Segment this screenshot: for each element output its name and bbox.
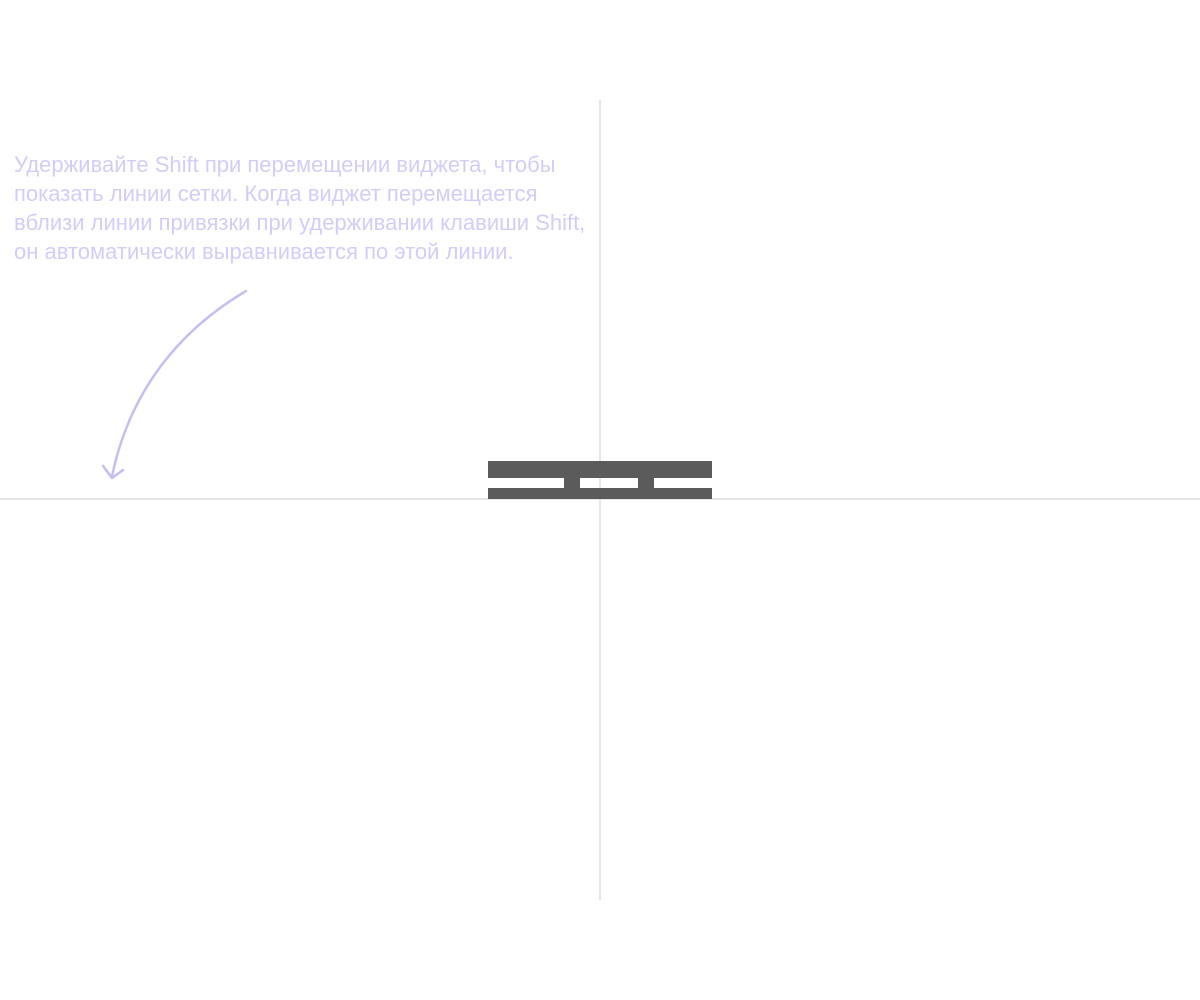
arrow-head: [101, 464, 125, 480]
widget-post-right: [638, 478, 654, 488]
draggable-widget[interactable]: [488, 461, 712, 499]
widget-top-bar: [488, 461, 712, 478]
arrow-curve: [110, 289, 248, 478]
horizontal-snap-line: [0, 498, 1200, 500]
widget-bottom-bar: [488, 488, 712, 499]
vertical-snap-line: [599, 100, 601, 900]
hint-text: Удерживайте Shift при перемещении виджет…: [14, 152, 586, 264]
widget-post-left: [564, 478, 580, 488]
